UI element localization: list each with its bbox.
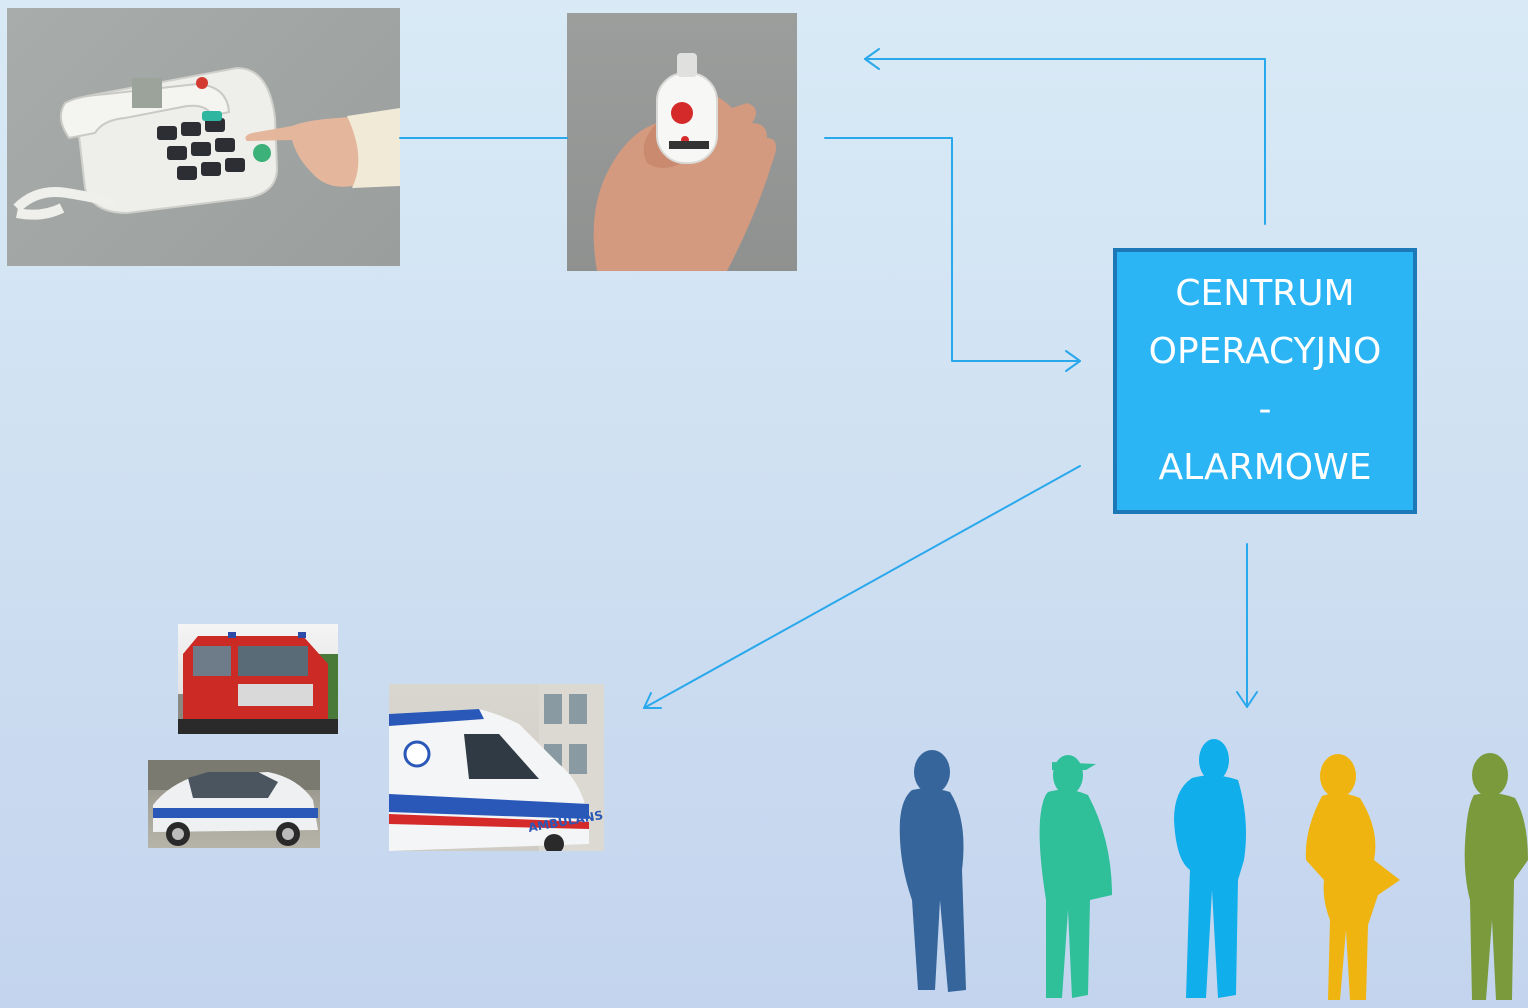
person-1-silhouette	[899, 750, 966, 992]
arrowhead-people	[1236, 691, 1258, 708]
center-line-1: CENTRUM	[1175, 273, 1355, 314]
ambulance-icon: AMBULANS	[389, 684, 604, 851]
person-3-silhouette	[1174, 739, 1246, 998]
arrowhead-pendant	[864, 48, 880, 70]
person-4-silhouette	[1305, 754, 1400, 1000]
desk-phone-photo	[7, 8, 400, 266]
fire-truck-photo	[178, 624, 338, 734]
connector-center-pendant	[864, 58, 1266, 225]
arrowhead-center	[1065, 350, 1081, 372]
person-5-silhouette	[1464, 753, 1528, 1000]
ambulance-photo: AMBULANS	[389, 684, 604, 851]
police-car-icon	[148, 760, 320, 846]
person-2-silhouette	[1039, 755, 1112, 998]
center-line-3: -	[1258, 389, 1272, 430]
operations-center-box: CENTRUM OPERACYJNO - ALARMOWE	[1113, 248, 1417, 514]
center-line-2: OPERACYJNO	[1148, 331, 1382, 372]
police-car-photo	[148, 760, 320, 848]
fire-truck-icon	[178, 632, 338, 734]
connector-pendant-center	[824, 137, 1081, 362]
desk-phone-icon	[13, 66, 400, 220]
alarm-pendant-photo	[567, 13, 797, 271]
center-line-4: ALARMOWE	[1158, 447, 1372, 488]
arrowhead-services	[643, 692, 662, 709]
pendant-icon	[593, 53, 776, 271]
connector-center-services	[643, 465, 1081, 709]
